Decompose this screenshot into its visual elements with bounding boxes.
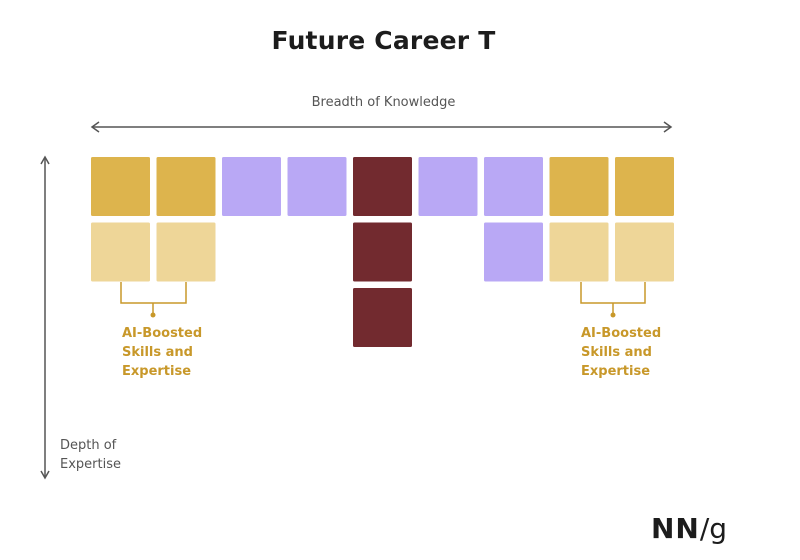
depth-label-line-1: Depth of (60, 438, 117, 453)
logo-g: /g (699, 512, 728, 545)
light-gold-tile (156, 222, 216, 282)
lavender-tile (484, 222, 543, 282)
light-gold-tile (615, 222, 674, 282)
gold-tile (156, 157, 216, 216)
breadth-axis-label: Breadth of Knowledge (311, 95, 456, 110)
maroon-tile (353, 222, 412, 282)
logo-nn: NN (651, 512, 700, 545)
ai-boosted-line-1: AI-Boosted (581, 326, 662, 341)
ai-boosted-line-1: AI-Boosted (122, 326, 203, 341)
ai-boosted-line-2: Skills and (122, 345, 193, 360)
gold-tile (549, 157, 609, 216)
gold-tile (91, 157, 150, 216)
maroon-tile (353, 157, 412, 216)
lavender-tile (222, 157, 281, 216)
lavender-tile (484, 157, 543, 216)
ai-boosted-line-3: Expertise (122, 364, 192, 379)
gold-tile (615, 157, 674, 216)
lavender-tile (287, 157, 347, 216)
ai-boosted-bracket-right (580, 282, 646, 318)
nng-logo: NN/g (651, 512, 727, 546)
diagram-title: Future Career T (271, 26, 496, 55)
ai-boosted-line-3: Expertise (581, 364, 651, 379)
depth-arrow (40, 155, 50, 480)
breadth-arrow (90, 121, 673, 133)
depth-axis-label: Depth of Expertise (60, 436, 121, 474)
ai-boosted-label-right: AI-Boosted Skills and Expertise (581, 324, 661, 381)
ai-boosted-line-2: Skills and (581, 345, 652, 360)
light-gold-tile (549, 222, 609, 282)
ai-boosted-label-left: AI-Boosted Skills and Expertise (122, 324, 202, 381)
depth-label-line-2: Expertise (60, 457, 121, 472)
ai-boosted-bracket-left (120, 282, 187, 318)
light-gold-tile (91, 222, 150, 282)
maroon-tile (353, 288, 412, 347)
lavender-tile (418, 157, 478, 216)
skill-tiles (91, 157, 674, 347)
